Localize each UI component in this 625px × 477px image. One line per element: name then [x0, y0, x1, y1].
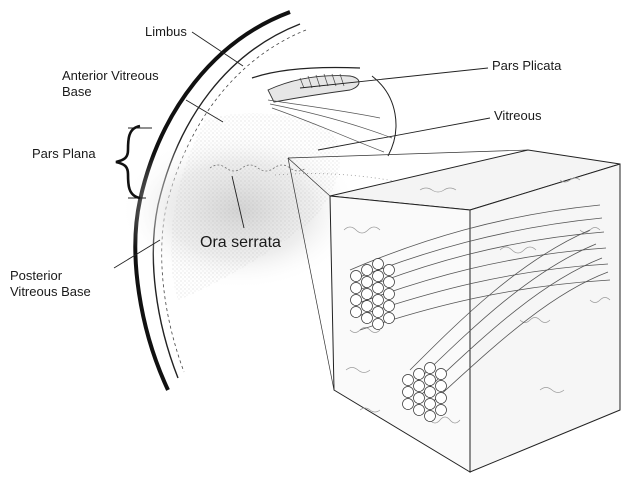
label-limbus: Limbus [145, 24, 187, 40]
ciliary-processes [268, 76, 359, 102]
fiber-end [362, 265, 373, 276]
fiber-end [384, 313, 395, 324]
fiber-end [436, 381, 447, 392]
fiber-end [436, 369, 447, 380]
fiber-end [436, 393, 447, 404]
magnified-cube [330, 150, 620, 472]
label-pars-plana: Pars Plana [32, 146, 96, 162]
fiber-end [414, 393, 425, 404]
fiber-end [384, 289, 395, 300]
fiber-end [362, 301, 373, 312]
fiber-end [362, 313, 373, 324]
fiber-end [403, 387, 414, 398]
label-posterior-vitreous-base-line1: Posterior [10, 268, 91, 284]
fiber-end [425, 411, 436, 422]
fiber-end [351, 307, 362, 318]
fiber-end [373, 271, 384, 282]
fiber-end [351, 271, 362, 282]
fiber-end [436, 405, 447, 416]
fiber-end [425, 375, 436, 386]
fiber-end [362, 289, 373, 300]
fiber-end [384, 301, 395, 312]
fiber-end [351, 283, 362, 294]
fiber-end [425, 387, 436, 398]
label-ora-serrata: Ora serrata [200, 234, 281, 252]
label-vitreous: Vitreous [494, 108, 541, 124]
fiber-end [373, 259, 384, 270]
cube-front-face [330, 196, 470, 472]
fiber-end [384, 265, 395, 276]
fiber-end [425, 399, 436, 410]
leader-limbus [192, 32, 243, 66]
cube-side-face [470, 164, 620, 472]
leader-vitreous [318, 118, 490, 150]
fiber-end [425, 363, 436, 374]
fiber-end [373, 283, 384, 294]
fiber-end [373, 319, 384, 330]
label-pars-plicata: Pars Plicata [492, 58, 561, 74]
label-anterior-vitreous-base-line1: Anterior Vitreous [62, 68, 159, 84]
fiber-end [362, 277, 373, 288]
fiber-end [351, 295, 362, 306]
fiber-end [384, 277, 395, 288]
lens-edge [372, 76, 396, 156]
fiber-end [373, 295, 384, 306]
fiber-end [414, 405, 425, 416]
fiber-end [414, 381, 425, 392]
fiber-end [403, 399, 414, 410]
label-anterior-vitreous-base-line2: Base [62, 84, 159, 100]
fiber-end [414, 369, 425, 380]
fiber-end [403, 375, 414, 386]
label-posterior-vitreous-base: Posterior Vitreous Base [10, 268, 91, 300]
label-posterior-vitreous-base-line2: Vitreous Base [10, 284, 91, 300]
fiber-end [373, 307, 384, 318]
label-anterior-vitreous-base: Anterior Vitreous Base [62, 68, 159, 100]
